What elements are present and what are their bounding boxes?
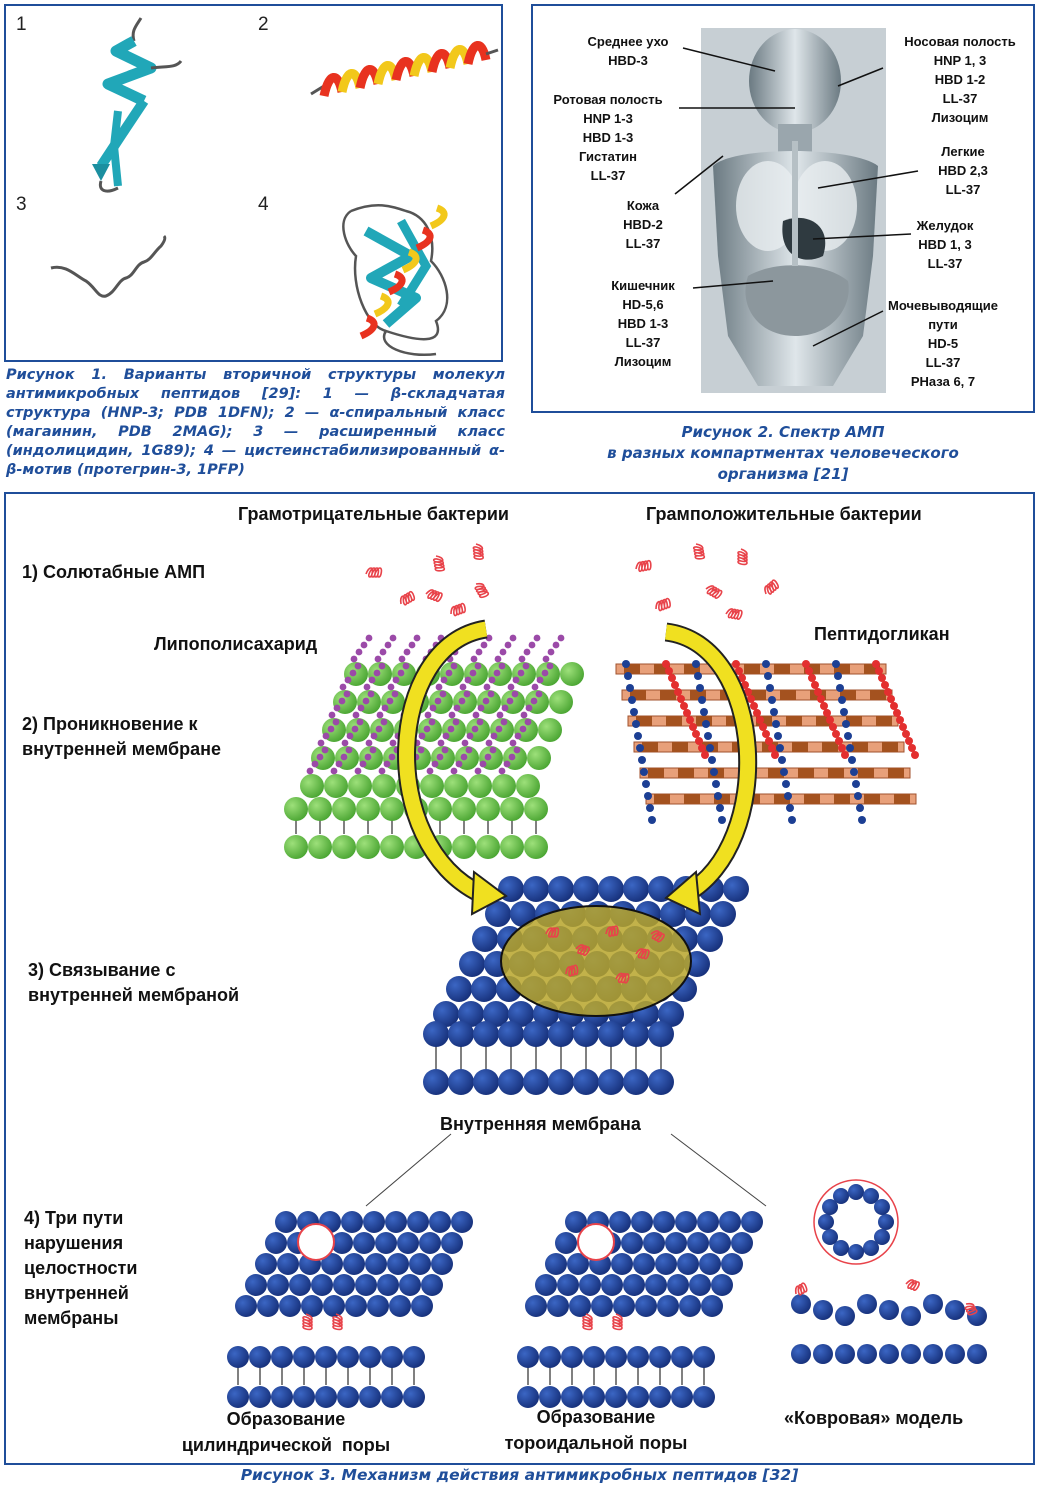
lungs-amp-1: HBD 2,3	[938, 163, 988, 178]
protein-structures-illustration	[50, 17, 499, 357]
figure1-caption: Рисунок 1. Варианты вторичной структуры …	[6, 367, 505, 478]
toroidal-pore-line-1: Образование	[536, 1407, 656, 1427]
oral-amp-1: HNP 1-3	[583, 111, 633, 126]
figure2-caption-line-1: Рисунок 2. Спектр АМП	[681, 423, 885, 441]
beta-sheet-structure	[92, 17, 183, 193]
figure3-caption: Рисунок 3. Механизм действия антимикробн…	[240, 1466, 799, 1484]
skin-amp-2: LL-37	[625, 236, 661, 251]
cylindrical-pore-line-1: Образование	[226, 1409, 346, 1429]
label-intestine: Кишечник HD-5,6 HBD 1-3 LL-37 Лизоцим	[593, 276, 693, 371]
figure3-panel: Грамотрицательные бактерии Грамположител…	[4, 492, 1035, 1465]
urinary-amp-3: РНаза 6, 7	[910, 374, 976, 389]
step-4-line-4: внутренней	[24, 1283, 129, 1303]
urinary-amp-2: LL-37	[925, 355, 961, 370]
step-4-line-5: мембраны	[24, 1308, 119, 1328]
alpha-helix-structure	[310, 41, 499, 98]
step-4-line-2: нарушения	[24, 1233, 124, 1253]
intestine-amp-1: HD-5,6	[622, 297, 664, 312]
lipopolysaccharide-membrane	[284, 634, 584, 859]
figure2-caption-line-3: организма [21]	[717, 465, 849, 483]
label-stomach: Желудок HBD 1, 3 LL-37	[905, 216, 985, 273]
middle-ear-title: Среднее ухо	[587, 34, 669, 49]
nasal-amp-1: HNP 1, 3	[933, 53, 987, 68]
cylindrical-pore-line-2: цилиндрической поры	[181, 1435, 391, 1455]
nasal-amp-2: HBD 1-2	[934, 72, 986, 87]
bound-peptides	[545, 925, 665, 984]
toroidal-pore-line-2: тороидальной поры	[504, 1433, 688, 1453]
urinary-title-2: пути	[928, 317, 958, 332]
amp-binding-zone	[500, 905, 692, 1017]
label-middle-ear: Среднее ухо HBD-3	[573, 32, 683, 70]
stomach-title: Желудок	[916, 218, 974, 233]
oral-title: Ротовая полость	[553, 92, 663, 107]
middle-ear-amp: HBD-3	[608, 53, 648, 68]
lungs-amp-2: LL-37	[945, 182, 981, 197]
nasal-amp-3: LL-37	[942, 91, 978, 106]
human-body-illustration	[674, 28, 919, 393]
oral-amp-4: LL-37	[590, 168, 626, 183]
step-4-line-1: 4) Три пути	[24, 1208, 124, 1228]
label-oral-cavity: Ротовая полость HNP 1-3 HBD 1-3 Гистатин…	[533, 90, 683, 185]
step-3-line-1: 3) Связывание с	[28, 960, 176, 980]
carpet-model-label: «Ковровая» модель	[784, 1408, 964, 1428]
oral-amp-2: HBD 1-3	[582, 130, 634, 145]
skin-title: Кожа	[626, 198, 660, 213]
gram-negative-heading: Грамотрицательные бактерии	[238, 504, 509, 524]
step-2-label: 2) Проникновение к внутренней мембране	[22, 712, 221, 762]
label-skin: Кожа HBD-2 LL-37	[613, 196, 673, 253]
step-2-line-1: 2) Проникновение к	[22, 714, 198, 734]
figure1-panel: 1 2 3 4	[4, 4, 503, 362]
panel-number-2: 2	[258, 14, 269, 35]
panel-number-3: 3	[16, 194, 27, 215]
panel-number-4: 4	[258, 194, 269, 215]
stomach-amp-1: HBD 1, 3	[918, 237, 972, 252]
stomach-amp-2: LL-37	[927, 256, 963, 271]
extended-structure	[50, 234, 167, 298]
step-4-label: 4) Три пути нарушения целостности внутре…	[24, 1206, 137, 1331]
intestine-title: Кишечник	[611, 278, 675, 293]
figure2-caption: Рисунок 2. Спектр АМП в разных компартме…	[531, 422, 1035, 485]
step-4-line-3: целостности	[24, 1258, 138, 1278]
toroidal-pore-label: Образование тороидальной поры	[466, 1404, 726, 1456]
oral-amp-3: Гистатин	[578, 149, 638, 164]
lungs-title: Легкие	[941, 144, 985, 159]
label-lungs: Легкие HBD 2,3 LL-37	[918, 142, 1008, 199]
inner-membrane-label: Внутренняя мембрана	[440, 1114, 641, 1134]
lps-label: Липополисахарид	[154, 634, 318, 654]
skin-amp-1: HBD-2	[623, 217, 663, 232]
nasal-title: Носовая полость	[904, 34, 1016, 49]
membrane-disruption-models	[227, 1179, 987, 1408]
intestine-amp-4: Лизоцим	[614, 354, 672, 369]
panel-number-1: 1	[16, 14, 27, 35]
soluble-amp-peptides	[365, 543, 779, 620]
urinary-amp-1: HD-5	[927, 336, 959, 351]
step-2-line-2: внутренней мембране	[22, 739, 221, 759]
peptidoglycan-layer	[615, 660, 919, 824]
label-nasal-cavity: Носовая полость HNP 1, 3 HBD 1-2 LL-37 Л…	[885, 32, 1035, 127]
intestine-amp-3: LL-37	[625, 335, 661, 350]
gram-positive-heading: Грамположительные бактерии	[646, 504, 922, 524]
cylindrical-pore-label: Образование цилиндрической поры	[146, 1406, 426, 1458]
label-urinary-tract: Мочевыводящие пути HD-5 LL-37 РНаза 6, 7	[883, 296, 1003, 391]
figure2-panel: Среднее ухо HBD-3 Ротовая полость HNP 1-…	[531, 4, 1035, 413]
step-3-line-2: внутренней мембраной	[28, 985, 240, 1005]
peptidoglycan-label: Пептидогликан	[814, 624, 950, 644]
step-1-label: 1) Солютабные АМП	[22, 562, 206, 582]
urinary-title: Мочевыводящие	[888, 298, 998, 313]
step-3-label: 3) Связывание с внутренней мембраной	[28, 958, 239, 1008]
figure2-caption-line-2: в разных компартментах человеческого	[607, 444, 959, 462]
intestine-amp-2: HBD 1-3	[617, 316, 669, 331]
amp-mechanism-illustration	[227, 543, 987, 1408]
nasal-amp-4: Лизоцим	[931, 110, 989, 125]
alpha-beta-motif-structure	[342, 204, 449, 357]
